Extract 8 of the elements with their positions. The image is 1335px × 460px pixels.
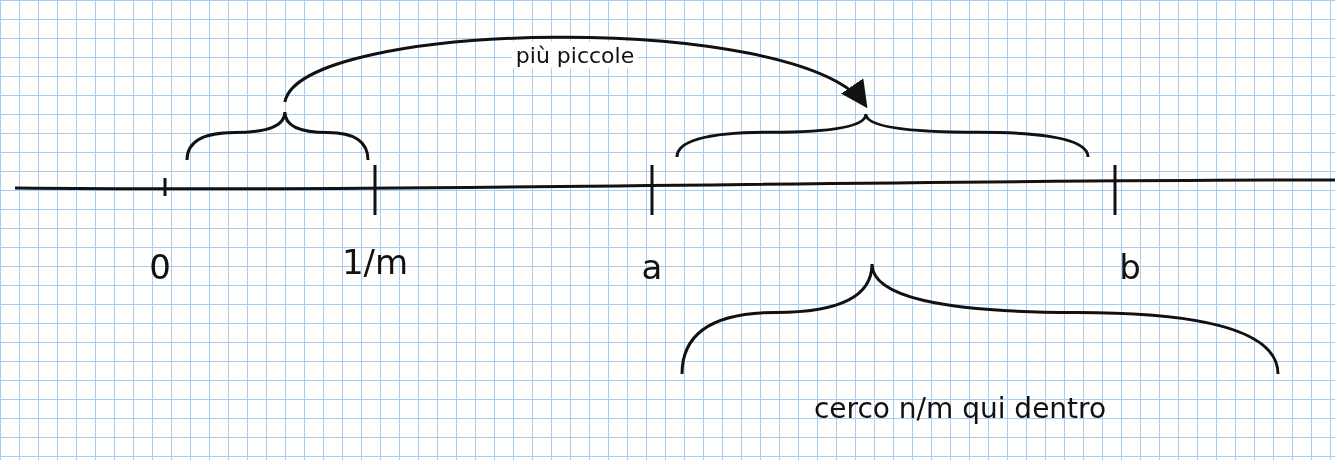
axis-label: a [641,250,663,284]
axis-label: b [1119,250,1141,284]
note-text: cerco n/m qui dentro [813,395,1107,423]
axis-label: 0 [149,250,171,284]
edge-label: più piccole [511,41,639,69]
curly-brace [185,110,370,160]
axis-label: 1/m [341,245,409,279]
curly-brace [675,112,1090,157]
